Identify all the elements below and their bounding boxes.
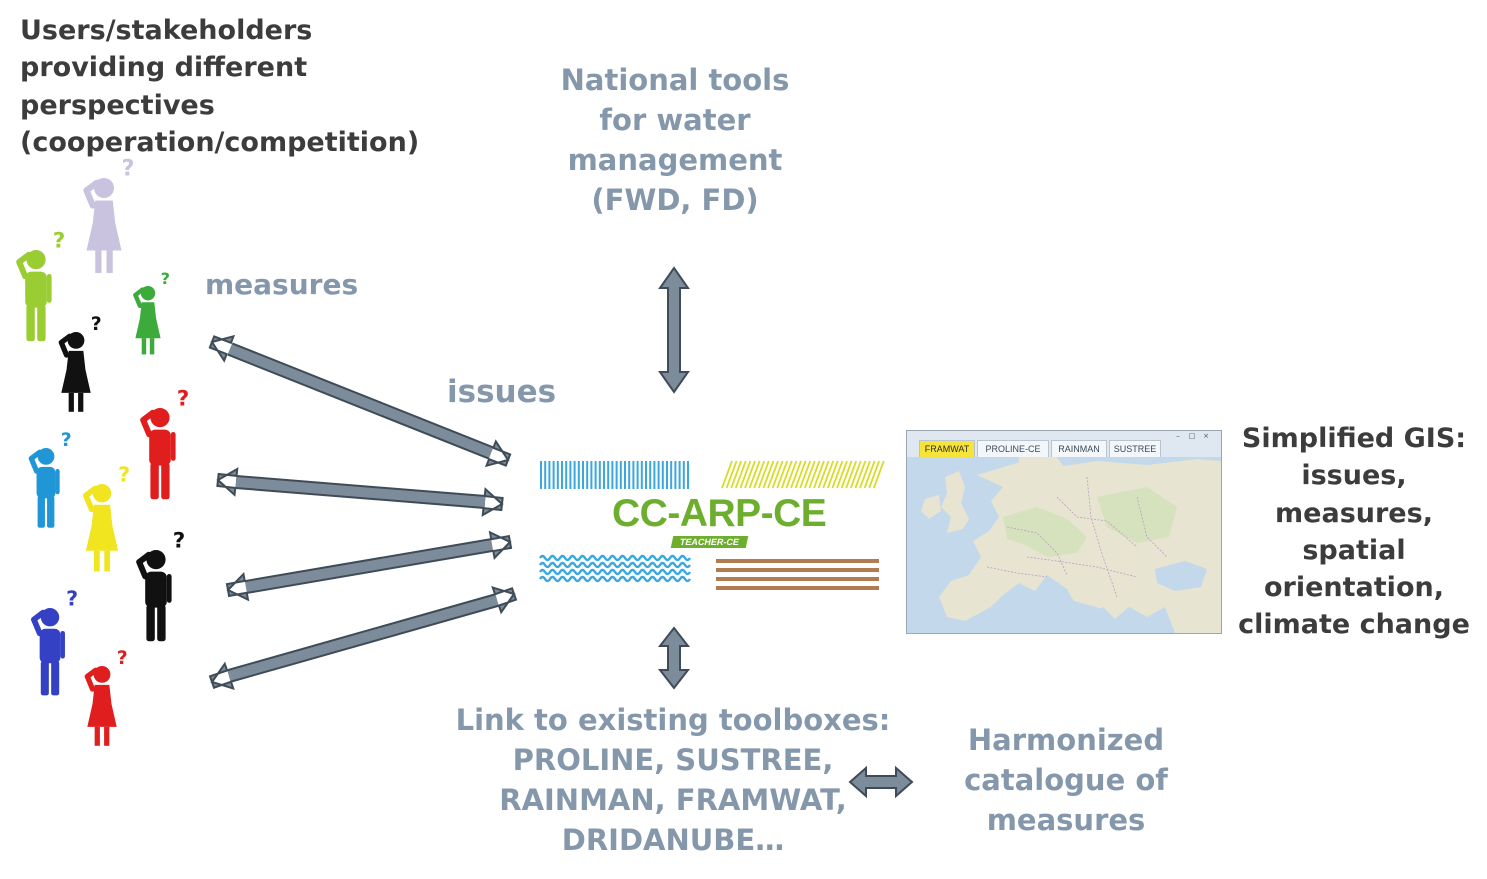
close-icon[interactable]: × bbox=[1203, 432, 1209, 440]
question-mark-icon: ? bbox=[117, 647, 128, 669]
logo-blue-waves bbox=[538, 554, 692, 583]
question-mark-icon: ? bbox=[118, 463, 130, 487]
stakeholders-title: Users/stakeholders providing different p… bbox=[20, 15, 420, 158]
tab-rainman[interactable]: RAINMAN bbox=[1051, 440, 1107, 458]
person-figure: ? bbox=[16, 229, 66, 342]
person-figure: ? bbox=[58, 313, 102, 412]
logo-title: CC-ARP-CE bbox=[612, 492, 827, 535]
arrow-national-tools bbox=[658, 266, 690, 394]
logo-blue-bars bbox=[540, 461, 689, 489]
tab-sustree[interactable]: SUSTREE bbox=[1109, 440, 1161, 458]
question-mark-icon: ? bbox=[161, 269, 170, 288]
person-figure: ? bbox=[84, 647, 128, 746]
tab-proline-ce[interactable]: PROLINE-CE bbox=[977, 440, 1049, 458]
logo-subtitle: TEACHER-CE bbox=[670, 536, 749, 548]
stakeholder-figures: ?????????? bbox=[16, 156, 190, 746]
maximize-icon[interactable]: □ bbox=[1188, 432, 1196, 440]
person-figure: ? bbox=[28, 429, 72, 528]
gis-window: FRAMWAT PROLINE-CE RAINMAN SUSTREE – □ × bbox=[906, 430, 1222, 634]
person-figure: ? bbox=[83, 156, 135, 273]
measures-label: measures bbox=[205, 268, 359, 301]
arrow-stakeholders-2 bbox=[216, 467, 239, 497]
gis-tab-bar: FRAMWAT PROLINE-CE RAINMAN SUSTREE – □ × bbox=[907, 431, 1221, 458]
person-figure: ? bbox=[31, 587, 78, 696]
logo-brown-lines bbox=[716, 559, 879, 590]
question-mark-icon: ? bbox=[177, 387, 190, 412]
question-mark-icon: ? bbox=[173, 529, 186, 554]
question-mark-icon: ? bbox=[61, 429, 72, 451]
arrows bbox=[208, 266, 914, 799]
person-figure: ? bbox=[136, 529, 186, 642]
question-mark-icon: ? bbox=[91, 313, 102, 335]
project-logo bbox=[538, 460, 885, 590]
arrow-stakeholders-4 bbox=[208, 661, 235, 690]
arrow-stakeholders-1 bbox=[208, 334, 236, 363]
arrow-stakeholders-3 bbox=[225, 571, 250, 602]
question-mark-icon: ? bbox=[66, 587, 78, 611]
europe-map[interactable] bbox=[907, 457, 1221, 633]
logo-yellow-hatch bbox=[721, 460, 885, 489]
person-figure: ? bbox=[133, 269, 170, 355]
question-mark-icon: ? bbox=[53, 229, 66, 254]
gis-description: Simplified GIS: issues, measures, spatia… bbox=[1238, 423, 1470, 641]
issues-label: issues bbox=[447, 374, 557, 410]
toolboxes-label: Link to existing toolboxes: PROLINE, SUS… bbox=[455, 703, 891, 858]
person-figure: ? bbox=[140, 387, 190, 500]
arrow-toolboxes bbox=[657, 626, 691, 690]
person-figure: ? bbox=[83, 463, 130, 572]
tab-framwat[interactable]: FRAMWAT bbox=[919, 440, 975, 458]
arrow-catalogue bbox=[848, 765, 914, 799]
minimize-icon[interactable]: – bbox=[1176, 432, 1180, 440]
question-mark-icon: ? bbox=[122, 156, 135, 182]
catalogue-label: Harmonized catalogue of measures bbox=[964, 723, 1168, 838]
national-tools-label: National tools for water management (FWD… bbox=[560, 63, 790, 218]
